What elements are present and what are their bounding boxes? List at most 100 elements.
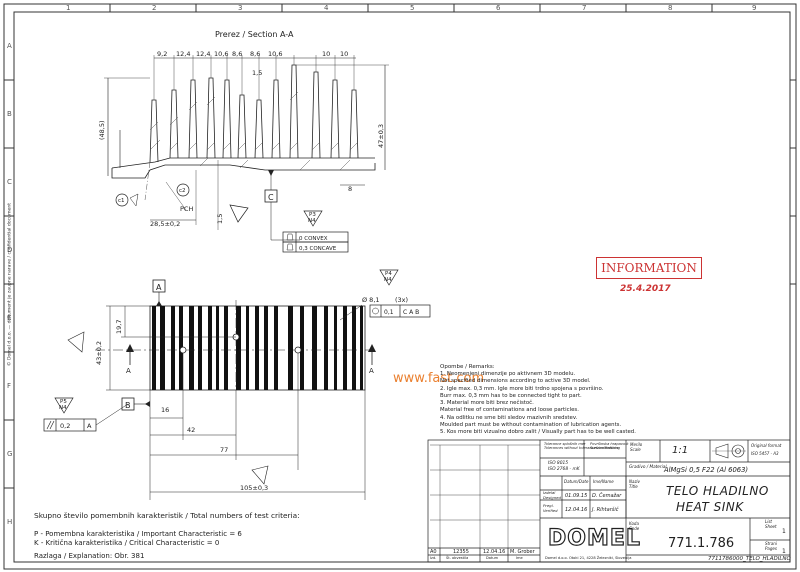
checked-label-en: Verified: [543, 507, 558, 513]
pitch-dim: 9,2: [157, 50, 167, 58]
scale-value: 1:1: [672, 445, 689, 456]
part-title-si: TELO HLADILNO: [666, 484, 769, 498]
material-value: AlMgSi 0,5 F22 (Al 6063): [664, 466, 749, 474]
revision-head-date: Datum: [486, 556, 499, 560]
date-head: Datum/Date: [564, 479, 589, 484]
code-label-si: Koda: [629, 521, 639, 526]
tolerance-label-en: Tolerances without tolerances indication…: [544, 446, 619, 450]
checked-date: 12.04.16: [565, 507, 588, 513]
flatness-concave: 0,3 CONCAVE: [299, 246, 337, 252]
pitch-dim: 10: [340, 50, 348, 58]
section-arrow-left: A: [126, 367, 131, 375]
surface-label: Površinska hrapavost Surface finishing: [590, 442, 628, 450]
pages-label-si: Strani: [765, 541, 777, 546]
gap-dim: 1,5: [252, 69, 262, 77]
svg-text:N4: N4: [59, 405, 67, 411]
checked-label-si: Pregl.: [543, 503, 554, 508]
sheet-label-si: List: [765, 519, 772, 524]
section-arrow-right: A: [369, 367, 374, 375]
svg-text:DOMEL: DOMEL: [548, 526, 641, 551]
revision-notice: 12355: [453, 549, 469, 555]
scale-label: Merilo Scale: [630, 442, 642, 452]
pages-value: 1: [782, 548, 786, 555]
col-label: 7: [582, 4, 586, 12]
svg-text:N4: N4: [308, 218, 316, 224]
criteria-heading: Skupno število pomembnih karakteristik /…: [34, 511, 300, 520]
remarks-title: Opombe / Remarks:: [440, 364, 495, 370]
row-label: G: [7, 450, 12, 458]
col-label: 2: [152, 4, 156, 12]
side-copyright-note: © Domel d.o.o. — dokument je zaupne nara…: [7, 202, 13, 367]
row-label: A: [7, 42, 12, 50]
section-view: [104, 55, 389, 241]
title-label-en: Title: [629, 484, 638, 489]
remark-line: Moulded part must be without contaminati…: [440, 422, 622, 429]
svg-text:P4: P4: [385, 271, 392, 277]
scale-label-si: Merilo: [630, 442, 643, 447]
file-name: 7711786000_TELO_HLADILNO: [708, 556, 791, 562]
domel-logo: DOMEL: [545, 522, 641, 552]
parallelism-ref: A: [87, 422, 92, 430]
remark-line: Burr max. 0,3 mm has to be connected tig…: [440, 392, 582, 399]
col-label: 1: [66, 4, 70, 12]
pitch-dim: 10,6: [268, 50, 282, 58]
svg-text:P3: P3: [309, 212, 316, 218]
row-labels: A B C D E F G H: [4, 42, 796, 526]
format-label: Original format ISO 5457 - A3: [751, 442, 781, 458]
company-address: Domel d.o.o. Otoki 21, 4228 Železniki, S…: [545, 556, 632, 560]
svg-text:B: B: [125, 401, 131, 410]
format-value: ISO 5457 - A3: [751, 451, 779, 456]
title-label-si: Naziv: [629, 479, 641, 484]
title-label: Naziv Title: [629, 479, 640, 489]
part-title-en: HEAT SINK: [676, 500, 744, 514]
code-label: Koda Code: [629, 521, 639, 531]
row-label: H: [7, 518, 12, 526]
datum-a: A: [152, 279, 166, 306]
tolerance-label: Tolerance splošnih mer Tolerances withou…: [544, 442, 618, 450]
row-label: B: [7, 110, 12, 118]
row-label: D: [7, 246, 12, 254]
designed-label-si: Izdelal: [543, 490, 556, 495]
plan-view: [95, 300, 376, 395]
row-label: F: [7, 382, 11, 390]
format-label-text: Original format: [751, 443, 782, 448]
row-label: C: [7, 178, 12, 186]
p3-characteristic: P3 N4 0 CONVEX 0,3 CONCAVE: [282, 210, 349, 253]
revision-date: 12.04.16: [483, 549, 506, 555]
dim-16: 16: [161, 406, 169, 414]
svg-text:P5: P5: [60, 399, 67, 405]
designed-label: Izdelal Designed: [543, 490, 561, 500]
hole-dim: Ø 8,1: [362, 296, 380, 304]
svg-text:A: A: [156, 283, 162, 292]
material-label: Gradivo / Material: [629, 464, 667, 469]
sheet-label-en: Sheet: [765, 523, 777, 529]
parallelism-tol: 0,2: [60, 422, 70, 430]
title-block-grid: [427, 439, 791, 563]
remarks-list: 1. Neomenjeni dimenzije po aktivnem 3D m…: [440, 371, 636, 437]
remark-line: 3. Material more biti brez nečistoč.: [440, 400, 534, 407]
designed-name: D. Čemažar: [592, 493, 622, 499]
projection-symbol: [712, 443, 746, 459]
dim-19-7: 19,7: [115, 320, 123, 334]
surface-label-si: Površinska hrapavost: [590, 442, 629, 446]
outer-frame: [3, 3, 797, 570]
remark-line: 1. Neomenjeni dimenzije po aktivnem 3D m…: [440, 371, 576, 377]
pitch-dim: 12,4: [196, 50, 210, 58]
watermark: www.fast.com: [393, 371, 485, 386]
fin-dim: 1,5: [216, 214, 224, 224]
pages-label-en: Pages: [765, 545, 777, 551]
explanation: Razlaga / Explanation: Obr. 381: [34, 552, 145, 560]
flatness-convex: 0 CONVEX: [299, 236, 328, 242]
pages-label: Strani Pages: [765, 541, 777, 551]
inner-frame: [13, 11, 791, 563]
plan-dimension-lines: [106, 305, 366, 500]
designed-label-en: Designed: [543, 494, 561, 500]
col-label: 5: [410, 4, 414, 12]
remark-line: 2. Igle max. 0,3 mm. Igle more biti trdn…: [440, 385, 604, 392]
pitch-dim: 12,4: [176, 50, 190, 58]
row-label: E: [7, 314, 11, 322]
pitch-dim: 8,6: [250, 50, 260, 58]
svg-text:c1: c1: [118, 198, 125, 204]
p4-characteristic: P4 N4 Ø 8,1 (3x) 0,1 C A B: [339, 269, 431, 321]
